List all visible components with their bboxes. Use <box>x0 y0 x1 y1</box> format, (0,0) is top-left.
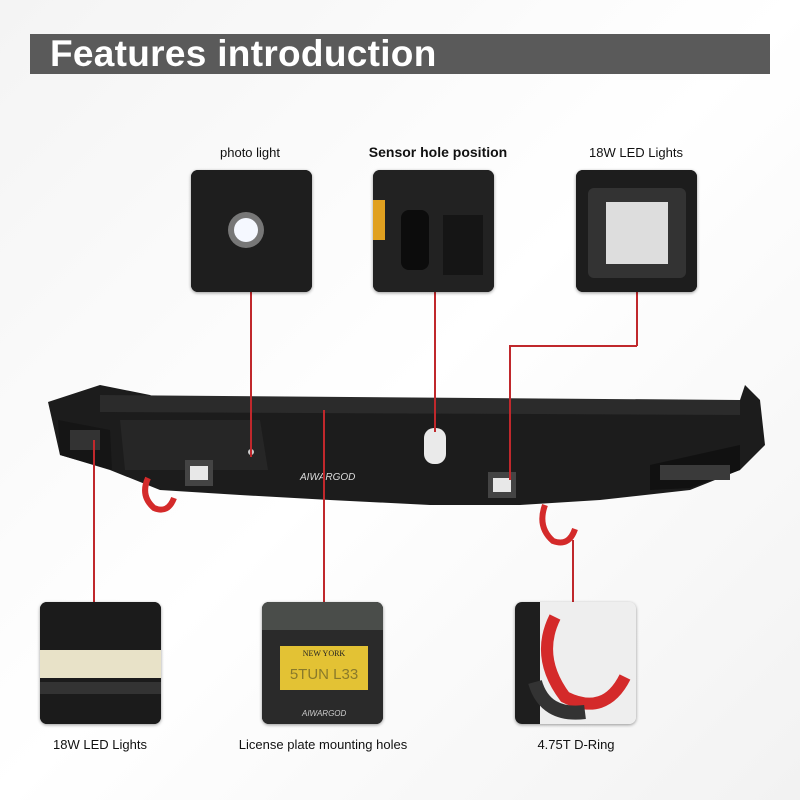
label-d-ring: 4.75T D-Ring <box>537 737 615 752</box>
d-ring-left <box>142 476 177 513</box>
inset-d-ring <box>515 602 636 724</box>
connector-line <box>434 292 436 432</box>
bumper-logo: AIWARGOD <box>299 472 355 483</box>
led-grille-right <box>660 465 730 480</box>
label-license-plate: License plate mounting holes <box>238 737 408 752</box>
label-led-top: 18W LED Lights <box>589 145 683 160</box>
connector-line <box>509 345 637 347</box>
sensor-hole <box>424 428 446 464</box>
inset-led-top <box>576 170 697 292</box>
features-header: Features introduction <box>30 33 770 74</box>
connector-line <box>323 410 325 602</box>
page-title: Features introduction <box>50 33 437 74</box>
connector-line <box>93 440 95 602</box>
plate-number: 5TUN L33 <box>290 666 358 683</box>
connector-line <box>250 292 252 457</box>
d-ring-right <box>539 503 578 546</box>
label-photo-light: photo light <box>220 145 280 160</box>
inset-photo-light <box>191 170 312 292</box>
connector-line <box>509 345 511 480</box>
connector-line <box>572 540 574 602</box>
label-sensor-hole: Sensor hole position <box>368 144 508 160</box>
inset-led-bottom <box>40 602 161 724</box>
inset-logo: AIWARGOD <box>301 709 347 718</box>
led-grille-left <box>70 430 100 450</box>
plate-state: NEW YORK <box>303 649 346 658</box>
connector-line <box>636 292 638 346</box>
inset-sensor-hole <box>373 170 494 292</box>
inset-license-plate: NEW YORK 5TUN L33 AIWARGOD <box>262 602 383 724</box>
label-led-bottom: 18W LED Lights <box>53 737 147 752</box>
